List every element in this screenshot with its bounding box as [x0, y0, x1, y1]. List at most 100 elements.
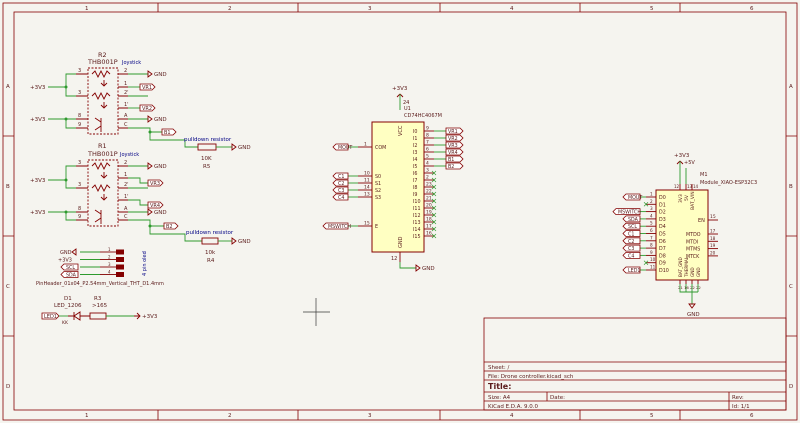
mux-gnd-name: GND [398, 236, 404, 248]
esp-net-label: LED1 [628, 268, 640, 274]
esp-pin-name: MTDO [686, 232, 701, 238]
mux-pin-num: 17 [426, 224, 432, 230]
frame-col-marker: 5 [650, 413, 654, 419]
mux-pin-name: I5 [413, 164, 417, 170]
r1-pin: 3 [78, 182, 81, 188]
esp-net-label: MOUT [628, 195, 642, 201]
esp-pin-name: D8 [659, 253, 666, 259]
header-pin: 1 [108, 247, 111, 252]
r4-gnd: GND [238, 239, 251, 245]
led-kk: KK [62, 320, 69, 326]
r1-net-b2: B2 [166, 224, 173, 230]
mux-u1[interactable]: +3V3 24 U1 CD74HC4067M VCC GND 1COMMOUT1… [322, 86, 464, 272]
frame-row-marker: C [6, 284, 10, 290]
mux-net-label: C4 [338, 195, 344, 201]
mux-pin-num: 13 [364, 192, 370, 198]
esp-pin-num: 18 [710, 236, 716, 241]
esp-pin-num: 8 [650, 243, 653, 248]
r1-pin: A [124, 206, 128, 212]
r5-ref: R5 [203, 164, 211, 170]
r2-desc: Joystick [121, 60, 141, 66]
r4-ref: R4 [207, 258, 215, 264]
joystick-r1[interactable]: R1 THB001P Joystick 3 2 1 3 2' 1' 8 A 9 … [30, 142, 202, 242]
r1-pin: 9 [78, 214, 81, 220]
r1-net-vr3: VR3 [150, 181, 160, 187]
esp-pin-num: 2 [650, 199, 653, 204]
mux-pin-name: S1 [375, 181, 381, 187]
esp-pin-name: D0 [659, 195, 666, 201]
mux-pin-name: I3 [413, 150, 417, 156]
frame-row-marker: D [789, 384, 793, 390]
mux-pin-num: 11 [364, 178, 370, 184]
mux-pin-num: 23 [426, 182, 432, 188]
esp-ref: M1 [700, 172, 708, 178]
mux-pin-name: I2 [413, 143, 417, 149]
esp-top-num: 12 [674, 184, 680, 189]
esp-pin-num: 4 [650, 213, 653, 218]
mux-pin-num: 22 [426, 189, 432, 195]
frame-row-marker: B [6, 184, 10, 190]
mux-net-label: C3 [338, 188, 344, 194]
esp-pin-num: 10 [650, 257, 656, 262]
frame-col-marker: 5 [650, 6, 654, 12]
pulldown-r4[interactable]: pulldown resistor GND 10k R4 [186, 230, 251, 264]
esp-bottom-num: 21 [678, 285, 683, 290]
frame-col-marker: 3 [368, 413, 372, 419]
mux-pin-name: S3 [375, 195, 381, 201]
esp-pin-num: 11 [650, 265, 656, 270]
header-net: SDA [66, 273, 77, 279]
mux-pin-name: I8 [413, 185, 417, 191]
header-pin: 2 [108, 255, 111, 260]
esp-m1[interactable]: +3V3 +5V M1 Module_XIAO-ESP32C3 3V3 5V B… [612, 153, 757, 318]
mux-net-label: VR3 [448, 143, 458, 149]
led-d1[interactable]: D1 LED_1206 R3 >165 LED1 KK +3V3 [41, 296, 158, 326]
esp-pin-name: D7 [659, 246, 666, 252]
joystick-r2[interactable]: R2 THB001P Joystick 3 2 1 3 2' 1' 8 A 9 [30, 51, 198, 148]
mux-pin-num: 6 [426, 147, 429, 153]
mux-pin-num: 20 [426, 203, 432, 209]
mux-pin-name: COM [375, 145, 386, 151]
r2-pin: 1 [124, 81, 127, 87]
mux-pin-name: E [375, 224, 378, 230]
mux-pin-name: I15 [413, 234, 421, 240]
r2-net-vr1: VR1 [142, 85, 152, 91]
mux-pin-name: S2 [375, 188, 381, 194]
r5-gnd: GND [238, 145, 251, 151]
r1-gnd-1: GND [154, 164, 167, 170]
esp-pin-num: 19 [710, 243, 716, 248]
r4-title: pulldown resistor [186, 230, 234, 236]
esp-bottom-num: 22 [696, 285, 701, 290]
esp-net-label: SDA [628, 217, 639, 223]
esp-value: Module_XIAO-ESP32C3 [700, 180, 757, 186]
r1-pin: 8 [78, 206, 81, 212]
r1-pin: 3 [78, 160, 81, 166]
frame-col-marker: 6 [750, 6, 754, 12]
r2-pin: C [124, 122, 128, 128]
mux-pin-num: 16 [426, 231, 432, 237]
esp-pin-num: 20 [710, 250, 716, 255]
header-label: PinHeader_01x04_P2.54mm_Vertical_THT_D1.… [36, 281, 164, 287]
pulldown-r5[interactable]: pulldown resistor GND 10K R5 [184, 137, 251, 170]
frame-col-marker: 4 [510, 6, 514, 12]
esp-gnd: GND [687, 312, 700, 318]
r2-pin: 1' [124, 102, 129, 108]
frame-col-marker: 6 [750, 413, 754, 419]
mux-pin-num: 5 [426, 154, 429, 160]
header-net: +3V3 [58, 258, 72, 264]
mux-gnd-pin: 12 [391, 256, 397, 262]
mux-net-label: B1 [448, 157, 454, 163]
esp-net-label: C2 [628, 239, 634, 245]
mux-net-label: VR2 [448, 136, 458, 142]
header-pin: 4 [108, 270, 111, 275]
esp-pin-name: MTDI [686, 239, 698, 245]
r1-net-vr4: VR4 [150, 203, 160, 209]
r1-pin: C [124, 214, 128, 220]
esp-pin-name: D10 [659, 268, 669, 274]
led-r-ref: R3 [94, 296, 102, 302]
mux-pin-num: 9 [426, 126, 429, 132]
esp-top-pin: 5V [684, 194, 690, 201]
